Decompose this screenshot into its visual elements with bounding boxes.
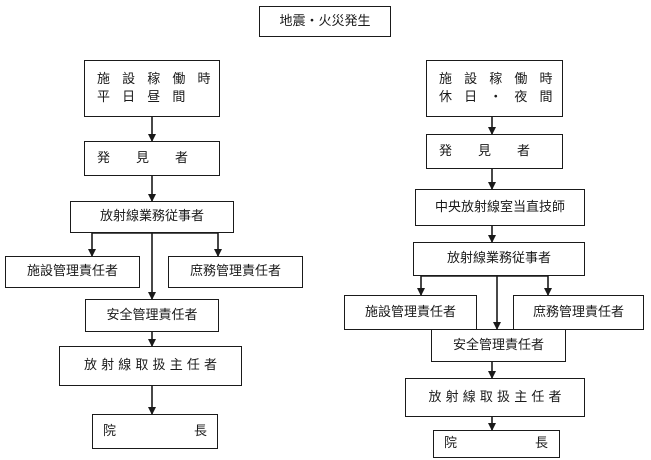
left-director-box: 院 長 <box>92 414 218 449</box>
left-general-affairs-manager-label: 庶務管理責任者 <box>189 264 281 280</box>
left-condition-line-1: 施 設 稼 働 時 <box>97 71 215 87</box>
left-discoverer-label: 発 見 者 <box>97 150 189 166</box>
right-general-affairs-manager-label: 庶務管理責任者 <box>532 304 624 320</box>
right-radiation-worker-box: 放射線業務従事者 <box>413 242 585 276</box>
right-safety-manager-label: 安全管理責任者 <box>452 337 544 353</box>
right-director-label: 院 長 <box>444 436 549 452</box>
right-facility-manager-label: 施設管理責任者 <box>364 304 456 320</box>
right-discoverer-box: 発 見 者 <box>426 134 563 169</box>
left-radiation-worker-box: 放射線業務従事者 <box>70 201 234 233</box>
left-director-label: 院 長 <box>103 423 208 439</box>
right-chief-supervisor-box: 放 射 線 取 扱 主 任 者 <box>405 378 585 417</box>
right-condition-box: 施 設 稼 働 時 休 日 ・ 夜 間 <box>426 60 563 117</box>
left-condition-line-2: 平 日 昼 間 <box>97 89 190 105</box>
right-facility-manager-box: 施設管理責任者 <box>344 295 477 330</box>
left-radiation-worker-label: 放射線業務従事者 <box>99 209 204 225</box>
right-duty-technologist-box: 中央放射線室当直技師 <box>415 189 585 226</box>
left-facility-manager-box: 施設管理責任者 <box>5 256 140 288</box>
left-chief-supervisor-box: 放 射 線 取 扱 主 任 者 <box>59 346 242 386</box>
right-chief-supervisor-label: 放 射 線 取 扱 主 任 者 <box>428 389 562 405</box>
right-condition-line-1: 施 設 稼 働 時 <box>439 71 557 87</box>
left-discoverer-box: 発 見 者 <box>84 141 220 176</box>
right-safety-manager-box: 安全管理責任者 <box>431 329 566 362</box>
event-title: 地震・火災発生 <box>279 13 371 29</box>
right-condition-line-2: 休 日 ・ 夜 間 <box>439 89 557 105</box>
left-facility-manager-label: 施設管理責任者 <box>26 264 118 280</box>
right-radiation-worker-label: 放射線業務従事者 <box>446 251 551 267</box>
right-discoverer-label: 発 見 者 <box>439 143 531 159</box>
left-condition-box: 施 設 稼 働 時 平 日 昼 間 <box>84 60 220 117</box>
left-safety-manager-label: 安全管理責任者 <box>106 307 198 323</box>
right-duty-technologist-label: 中央放射線室当直技師 <box>434 199 565 215</box>
left-general-affairs-manager-box: 庶務管理責任者 <box>168 256 303 288</box>
right-director-box: 院 長 <box>433 430 560 458</box>
right-general-affairs-manager-box: 庶務管理責任者 <box>513 295 644 330</box>
left-chief-supervisor-label: 放 射 線 取 扱 主 任 者 <box>84 358 217 374</box>
event-title-box: 地震・火災発生 <box>259 6 391 37</box>
left-safety-manager-box: 安全管理責任者 <box>85 299 219 332</box>
